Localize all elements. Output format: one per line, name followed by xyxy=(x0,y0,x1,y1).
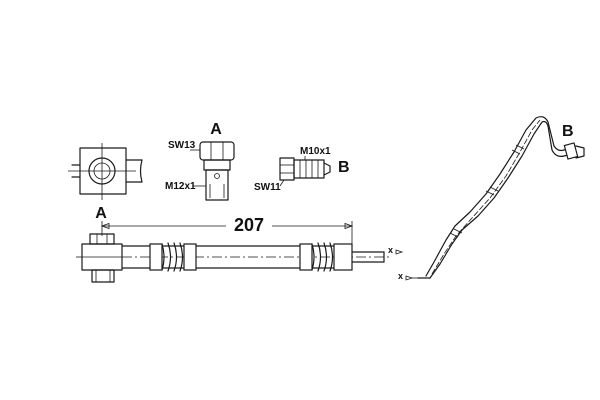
sw11-label: SW11 xyxy=(254,182,281,193)
dim-length-label: 207 xyxy=(234,215,264,235)
sw13-label: SW13 xyxy=(168,140,196,151)
axis-x-main-label: x xyxy=(388,245,393,255)
m10x1-label: M10x1 xyxy=(300,146,331,157)
view-a-label: A xyxy=(210,121,222,138)
end-b-label: B xyxy=(562,123,574,140)
bolt-a-detail: A SW13 M12x1 xyxy=(165,121,235,201)
fitting-b-detail: M10x1 B SW11 xyxy=(254,146,350,193)
hose-side-view: A 207 xyxy=(76,205,404,283)
end-a-label: A xyxy=(95,205,107,222)
hose-bent-view: B x xyxy=(398,116,585,281)
banjo-top-view xyxy=(68,143,143,200)
axis-x-right-label: x xyxy=(398,271,403,281)
m12x1-label: M12x1 xyxy=(165,181,196,192)
view-b-label: B xyxy=(338,159,350,176)
